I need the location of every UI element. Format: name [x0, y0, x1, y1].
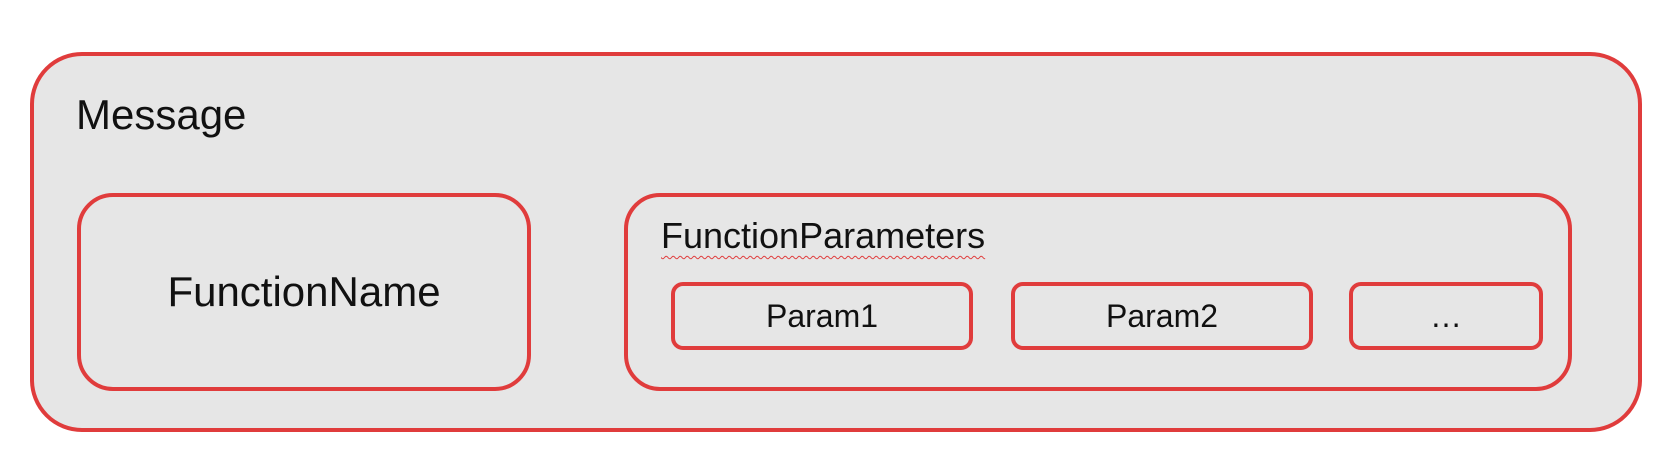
function-name-box: FunctionName: [77, 193, 531, 391]
function-parameters-label: FunctionParameters: [661, 215, 986, 256]
function-name-label: FunctionName: [167, 268, 441, 315]
param-box-more: …: [1349, 282, 1543, 350]
param-box-1: Param1: [671, 282, 973, 350]
function-parameters-box: FunctionParameters Param1 Param2 …: [624, 193, 1572, 391]
param-box-2: Param2: [1011, 282, 1313, 350]
message-label: Message: [76, 91, 247, 138]
